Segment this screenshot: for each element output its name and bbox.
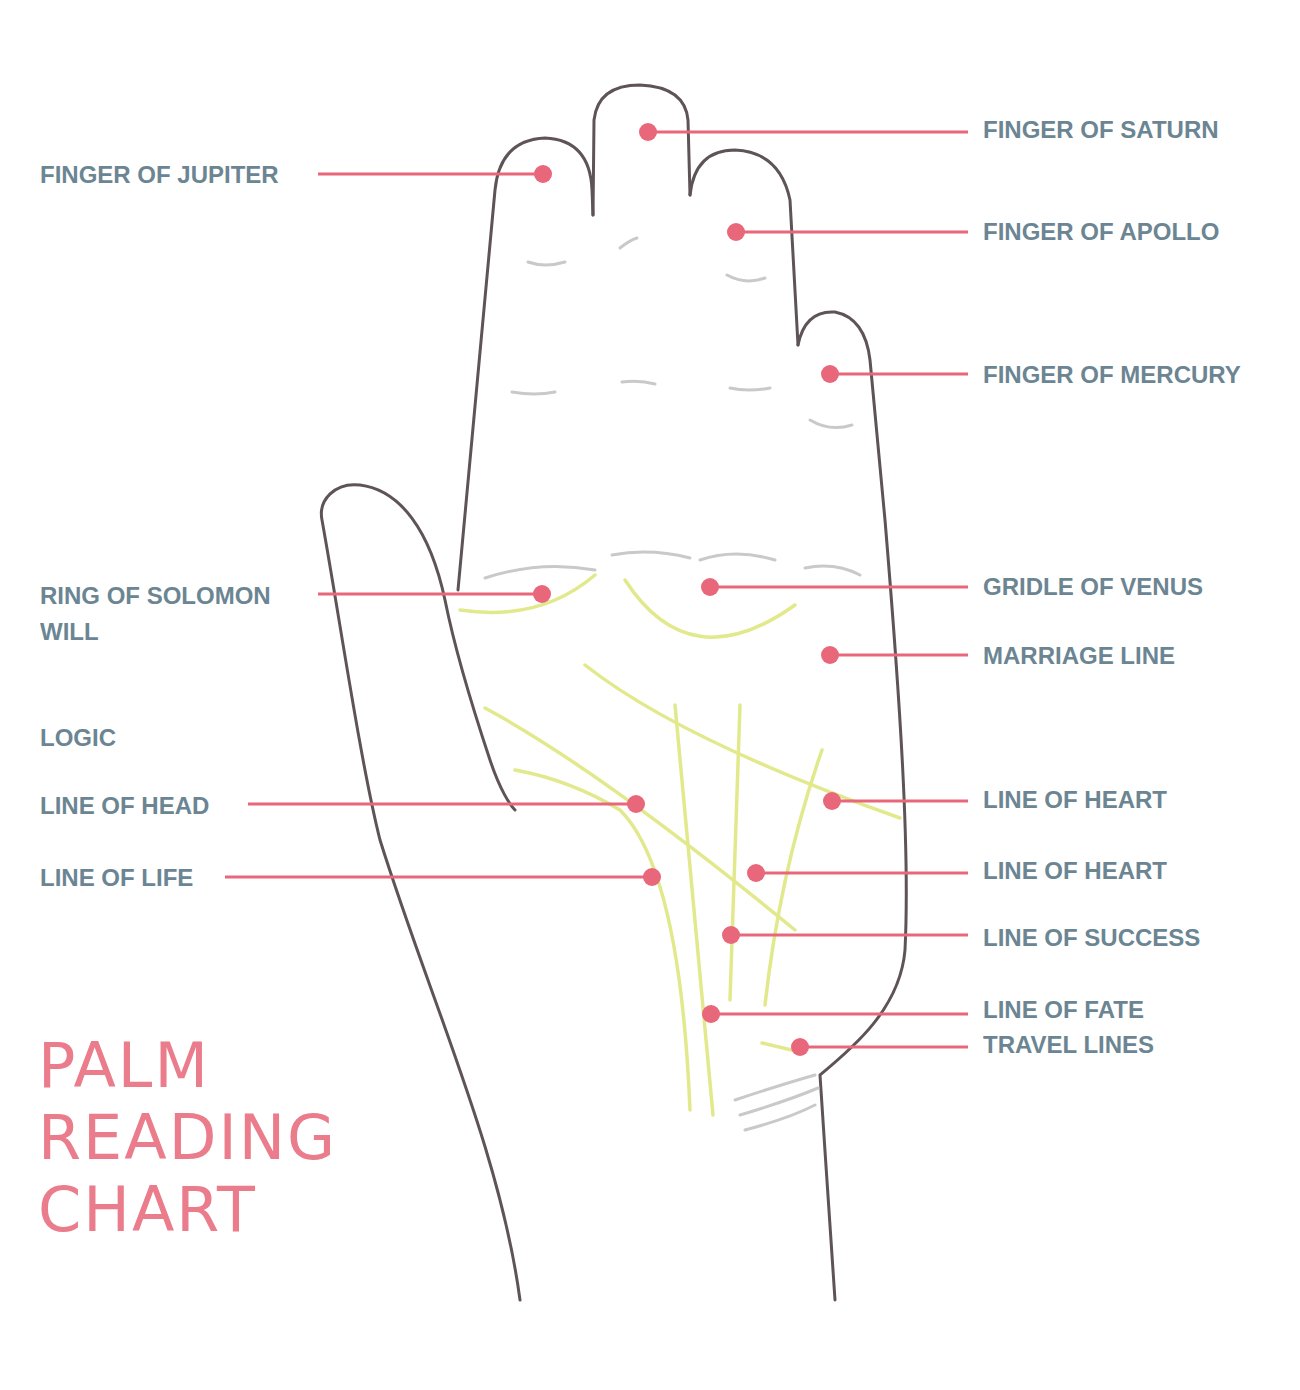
chart-title: PALM READING CHART [38,1030,418,1246]
callout-label: GRIDLE OF VENUS [983,573,1203,601]
callout-label: RING OF SOLOMON [40,582,271,610]
callout-label: FINGER OF SATURN [983,116,1219,144]
callout-label: FINGER OF JUPITER [40,161,279,189]
callout-label: LINE OF FATE [983,996,1144,1024]
callout-label: LINE OF HEAD [40,792,209,820]
callout-label: LINE OF LIFE [40,864,193,892]
callout-label: LINE OF HEART [983,786,1167,814]
callout-label: LINE OF SUCCESS [983,924,1200,952]
callout-label: TRAVEL LINES [983,1031,1154,1059]
callout-label: LOGIC [40,724,116,752]
callout-label: MARRIAGE LINE [983,642,1175,670]
callout-label: FINGER OF APOLLO [983,218,1219,246]
callout-label: LINE OF HEART [983,857,1167,885]
callout-label: FINGER OF MERCURY [983,361,1241,389]
callout-label: WILL [40,618,99,646]
